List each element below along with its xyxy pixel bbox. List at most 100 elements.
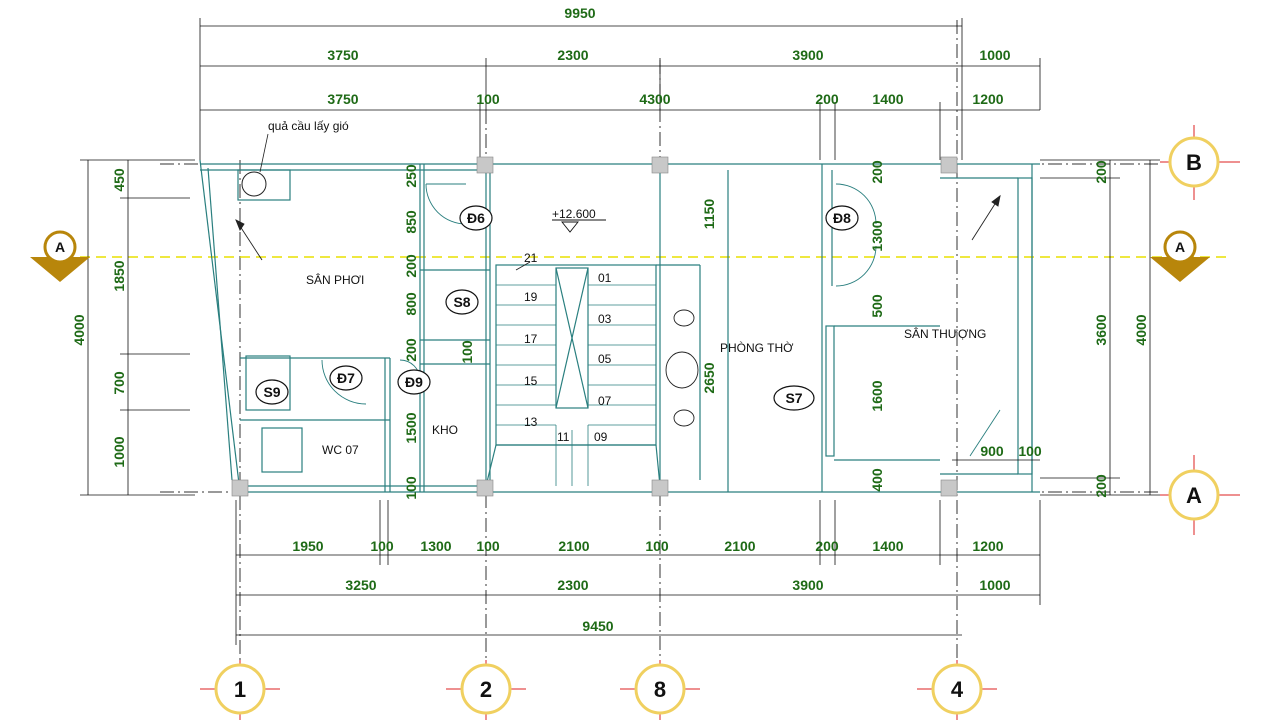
dim-stair-3: 800 bbox=[403, 292, 419, 316]
tag-s8-text: S8 bbox=[453, 294, 470, 310]
section-marker-right: A bbox=[1150, 230, 1210, 282]
door-window-tags: Đ6 S8 Đ7 Đ9 S9 Đ8 S7 bbox=[255, 205, 859, 411]
dims-door-column: 200 1300 500 1600 400 bbox=[869, 160, 885, 492]
dim-door-2: 500 bbox=[869, 294, 885, 318]
tag-d6-text: Đ6 bbox=[467, 210, 485, 226]
dim-bot-r2-0: 3250 bbox=[345, 577, 376, 593]
dim-stair-4: 200 bbox=[403, 338, 419, 362]
wind-ball-leader bbox=[259, 133, 269, 173]
dim-bot-r1-7: 200 bbox=[815, 538, 839, 554]
dim-stair-1: 850 bbox=[403, 210, 419, 234]
label-drying-yard: SÂN PHƠI bbox=[306, 272, 364, 287]
dim-right-seg-1: 3600 bbox=[1093, 314, 1109, 345]
label-terrace: SÂN THƯỢNG bbox=[904, 326, 986, 341]
dims-top-row1: 3750 2300 3900 1000 bbox=[327, 47, 1010, 63]
stair-num-03: 03 bbox=[598, 312, 612, 326]
axis-bubble-2: 2 bbox=[446, 660, 526, 720]
dim-bot-r1-0: 1950 bbox=[292, 538, 323, 554]
dim-top-r2-3: 200 bbox=[815, 91, 839, 107]
altar-objects bbox=[665, 309, 699, 427]
tag-d8-text: Đ8 bbox=[833, 210, 851, 226]
dim-bot-r1-6: 2100 bbox=[724, 538, 755, 554]
tag-d7: Đ7 bbox=[329, 365, 363, 391]
dim-top-r2-4: 1400 bbox=[872, 91, 903, 107]
dim-door-3: 1600 bbox=[869, 380, 885, 411]
dim-top-r2-5: 1200 bbox=[972, 91, 1003, 107]
axis-label-A: A bbox=[1186, 483, 1202, 508]
walls bbox=[199, 159, 1040, 493]
dim-door-4: 400 bbox=[869, 468, 885, 492]
dim-bot-r1-3: 100 bbox=[476, 538, 500, 554]
stair-steps bbox=[496, 284, 656, 486]
dim-left-seg-0: 450 bbox=[111, 168, 127, 192]
dims-bottom-row2: 3250 2300 3900 1000 bbox=[345, 577, 1010, 593]
dim-bot-r1-9: 1200 bbox=[972, 538, 1003, 554]
dim-top-r1-1: 2300 bbox=[557, 47, 588, 63]
stair-num-17: 17 bbox=[524, 332, 538, 346]
tag-d7-text: Đ7 bbox=[337, 370, 355, 386]
dim-top-r2-1: 100 bbox=[476, 91, 500, 107]
dim-top-r1-2: 3900 bbox=[792, 47, 823, 63]
dims-top-row2: 3750 100 4300 200 1400 1200 bbox=[327, 91, 1003, 107]
dims-stair-column: 250 850 200 800 200 1500 100 100 bbox=[403, 164, 475, 500]
dimension-lines bbox=[80, 18, 1160, 645]
axis-label-4: 4 bbox=[951, 677, 964, 702]
dim-bot-r2-3: 1000 bbox=[979, 577, 1010, 593]
dim-left-seg-2: 700 bbox=[111, 371, 127, 395]
tag-s9: S9 bbox=[255, 379, 289, 405]
dim-bottom-overall: 9450 bbox=[582, 618, 613, 634]
axis-bubble-1: 1 bbox=[200, 660, 280, 720]
tag-d9-text: Đ9 bbox=[405, 374, 423, 390]
dim-top-r1-0: 3750 bbox=[327, 47, 358, 63]
stair-numbers: 21 19 17 15 13 11 01 03 05 07 09 bbox=[524, 251, 612, 444]
dim-bot-r1-1: 100 bbox=[370, 538, 394, 554]
dim-stair-6: 100 bbox=[459, 340, 475, 364]
stair-num-19: 19 bbox=[524, 290, 538, 304]
axis-bubble-8: 8 bbox=[620, 660, 700, 720]
tag-s7-text: S7 bbox=[785, 390, 802, 406]
dim-top-r1-3: 1000 bbox=[979, 47, 1010, 63]
columns bbox=[231, 156, 958, 497]
axis-label-B: B bbox=[1186, 150, 1202, 175]
dim-terrace-0: 900 bbox=[980, 443, 1004, 459]
section-marker-right-label: A bbox=[1175, 239, 1185, 255]
dim-left-overall: 4000 bbox=[71, 314, 87, 345]
tag-s9-text: S9 bbox=[263, 384, 280, 400]
wind-ball-icon bbox=[241, 171, 267, 197]
dim-altar-0: 1150 bbox=[701, 199, 717, 230]
stair-num-15: 15 bbox=[524, 374, 538, 388]
axis-bubble-B: B bbox=[1160, 125, 1240, 200]
tag-d8: Đ8 bbox=[825, 205, 859, 231]
dim-door-0: 200 bbox=[869, 160, 885, 184]
dim-top-r2-2: 4300 bbox=[639, 91, 670, 107]
axis-label-2: 2 bbox=[480, 677, 492, 702]
slope-arrows bbox=[235, 194, 1001, 271]
dim-bot-r1-8: 1400 bbox=[872, 538, 903, 554]
dim-bot-r2-1: 2300 bbox=[557, 577, 588, 593]
axis-label-8: 8 bbox=[654, 677, 666, 702]
stair-num-05: 05 bbox=[598, 352, 612, 366]
dim-door-1: 1300 bbox=[869, 220, 885, 251]
dim-bot-r2-2: 3900 bbox=[792, 577, 823, 593]
tag-s8: S8 bbox=[445, 289, 479, 315]
stair-num-13: 13 bbox=[524, 415, 538, 429]
label-storage: KHO bbox=[432, 423, 458, 437]
dim-bot-r1-4: 2100 bbox=[558, 538, 589, 554]
dim-right-overall: 4000 bbox=[1133, 314, 1149, 345]
dim-stair-5: 1500 bbox=[403, 412, 419, 443]
level-label: +12.600 bbox=[552, 207, 596, 221]
tag-d6: Đ6 bbox=[459, 205, 493, 231]
stair-num-07: 07 bbox=[598, 394, 612, 408]
label-altar-room: PHÒNG THỜ bbox=[720, 340, 794, 355]
stair-num-11: 11 bbox=[557, 430, 570, 444]
dim-bot-r1-5: 100 bbox=[645, 538, 669, 554]
dim-right-seg-0: 200 bbox=[1093, 160, 1109, 184]
stair-num-21: 21 bbox=[524, 251, 538, 265]
door-swings bbox=[321, 183, 1001, 457]
section-marker-left-label: A bbox=[55, 239, 65, 255]
tag-s7: S7 bbox=[773, 385, 815, 411]
dims-terrace: 900 100 bbox=[952, 443, 1042, 461]
stair-num-09: 09 bbox=[594, 430, 608, 444]
label-wc: WC 07 bbox=[322, 443, 359, 457]
